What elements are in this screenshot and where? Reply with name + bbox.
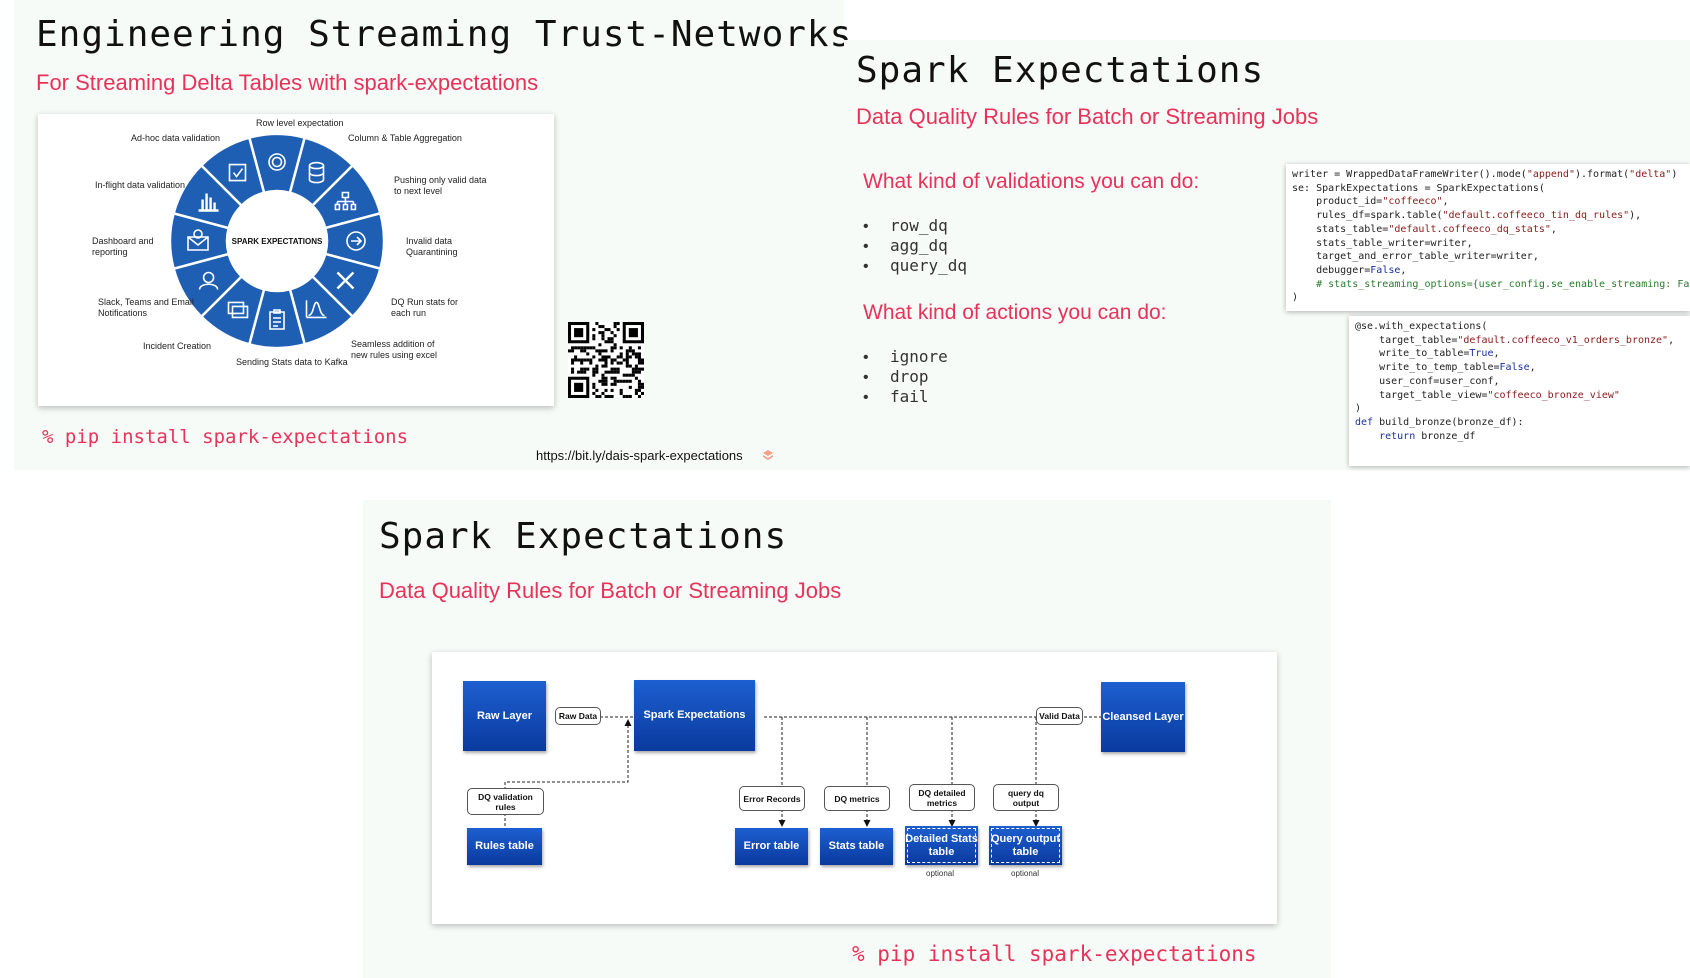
label-kafka-stats: Sending Stats data to Kafka <box>236 357 348 367</box>
qr-code[interactable] <box>568 322 644 398</box>
code-line: return bronze_df <box>1379 430 1476 442</box>
error-table-block: Error table <box>735 828 808 865</box>
validations-question: What kind of validations you can do: <box>863 170 1200 193</box>
close-icon <box>336 271 355 290</box>
rules-table-block: Rules table <box>467 828 542 865</box>
label-inflight: In-flight data validation <box>95 180 186 190</box>
envelope-at-icon <box>187 229 209 251</box>
label-column-table: Column & Table Aggregation <box>348 133 462 143</box>
label-row-level: Row level expectation <box>256 118 344 128</box>
pip-install-command: % pip install spark-expectations <box>42 426 409 448</box>
user-gear-icon <box>198 271 219 290</box>
spark-expectations-block: Spark Expectations <box>634 680 755 751</box>
list-item: query_dq <box>863 256 967 276</box>
code-line: product_id="coffeeco", <box>1292 196 1449 208</box>
arrow-right-circle-icon <box>346 231 366 251</box>
slide1-subtitle: For Streaming Delta Tables with spark-ex… <box>36 70 539 95</box>
slide-spark-expectations-flow: Spark Expectations Data Quality Rules fo… <box>363 500 1331 978</box>
code-line: @se.with_expectations( <box>1355 321 1488 332</box>
detailed-stats-table-block: Detailed Stats table <box>905 826 978 865</box>
databricks-logo-icon <box>763 450 773 460</box>
valid-data-label: Valid Data <box>1036 707 1083 725</box>
code-line: target_table_view="coffeeco_bronze_view" <box>1355 389 1620 401</box>
label-seamless-rules: Seamless addition of new rules using exc… <box>351 339 438 360</box>
code-line: write_to_temp_table=False, <box>1355 362 1536 374</box>
list-item: fail <box>863 387 948 407</box>
error-records-label: Error Records <box>739 786 805 811</box>
code-block-decorator: @se.with_expectations( target_table="def… <box>1349 316 1690 466</box>
slide2-subtitle: Data Quality Rules for Batch or Streamin… <box>856 104 1319 129</box>
code-line: debugger=False, <box>1292 264 1407 276</box>
code-line: ) <box>1355 403 1362 415</box>
bell-curve-icon <box>305 300 327 319</box>
slide2-title: Spark Expectations <box>856 50 1265 91</box>
dq-detailed-metrics-label: DQ detailed metrics <box>909 784 975 811</box>
query-dq-output-label: query dq output <box>993 784 1059 811</box>
features-wheel: SPARK EXPECTATIONS <box>168 132 386 350</box>
slide1-title: Engineering Streaming Trust-Networks <box>36 14 853 55</box>
validations-list: row_dq agg_dq query_dq <box>863 216 967 276</box>
code-line: stats_table_writer=writer, <box>1292 237 1473 249</box>
short-link[interactable]: https://bit.ly/dais-spark-expectations <box>536 448 743 463</box>
label-incident: Incident Creation <box>143 341 212 351</box>
dq-metrics-label: DQ metrics <box>824 786 890 811</box>
clipboard-icon <box>269 309 285 330</box>
label-dq-run-stats: DQ Run stats for each run <box>391 297 459 318</box>
wheel-center-label: SPARK EXPECTATIONS <box>232 237 323 246</box>
code-block-setup: writer = WrappedDataFrameWriter().mode("… <box>1286 164 1690 311</box>
list-item: row_dq <box>863 216 967 236</box>
dq-validation-rules-label: DQ validation rules <box>467 788 544 815</box>
label-adhoc: Ad-hoc data validation <box>131 133 221 143</box>
code-line: def build_bronze(bronze_df): <box>1355 416 1524 428</box>
badge-check-icon <box>268 153 286 171</box>
raw-layer-block: Raw Layer <box>463 681 546 751</box>
code-line: target_and_error_table_writer=writer, <box>1292 251 1539 263</box>
hierarchy-icon <box>334 191 357 211</box>
slide3-subtitle: Data Quality Rules for Batch or Streamin… <box>379 578 842 603</box>
slide3-title: Spark Expectations <box>379 516 788 557</box>
optional-note: optional <box>926 869 955 878</box>
list-item: agg_dq <box>863 236 967 256</box>
screen-share-icon <box>227 301 249 319</box>
label-dashboard: Dashboard and reporting <box>92 236 154 257</box>
slide-streaming-trust-networks: Engineering Streaming Trust-Networks For… <box>14 0 851 470</box>
list-item: drop <box>863 367 948 387</box>
bar-chart-icon <box>198 193 219 212</box>
code-line: write_to_table=True, <box>1355 348 1500 360</box>
optional-note: optional <box>1011 869 1040 878</box>
code-line: target_table="default.coffeeco_v1_orders… <box>1355 334 1675 346</box>
code-line: user_conf=user_conf, <box>1355 375 1500 387</box>
database-icon <box>308 161 325 184</box>
label-notifications: Slack, Teams and Email Notifications <box>98 297 194 318</box>
pip-install-command: % pip install spark-expectations <box>852 942 1257 966</box>
cleansed-layer-block: Cleansed Layer <box>1101 682 1185 752</box>
code-line: stats_table="default.coffeeco_dq_stats", <box>1292 223 1557 235</box>
code-line: rules_df=spark.table("default.coffeeco_t… <box>1292 210 1642 222</box>
query-output-table-block: Query output table <box>989 826 1062 865</box>
code-line: ) <box>1292 292 1299 304</box>
list-item: ignore <box>863 347 948 367</box>
slide-spark-expectations-code: Spark Expectations Data Quality Rules fo… <box>844 40 1690 470</box>
stats-table-block: Stats table <box>820 828 893 865</box>
raw-data-label: Raw Data <box>555 707 601 725</box>
features-wheel-card: SPARK EXPECTATIONS Row level expectation… <box>38 114 554 406</box>
label-push-valid: Pushing only valid data to next level <box>394 175 487 196</box>
code-line: # stats_streaming_options={user_config.s… <box>1292 278 1690 290</box>
actions-list: ignore drop fail <box>863 347 948 407</box>
label-invalid-quarantine: Invalid data Quarantining <box>406 236 458 257</box>
checkbox-icon <box>228 163 247 182</box>
data-flow-diagram: Raw Layer Raw Data Spark Expectations Va… <box>432 652 1277 924</box>
wheel-segment <box>199 136 266 208</box>
code-line: writer = WrappedDataFrameWriter().mode("… <box>1292 169 1678 180</box>
code-line: se: SparkExpectations = SparkExpectation… <box>1292 182 1545 194</box>
actions-question: What kind of actions you can do: <box>863 301 1167 324</box>
